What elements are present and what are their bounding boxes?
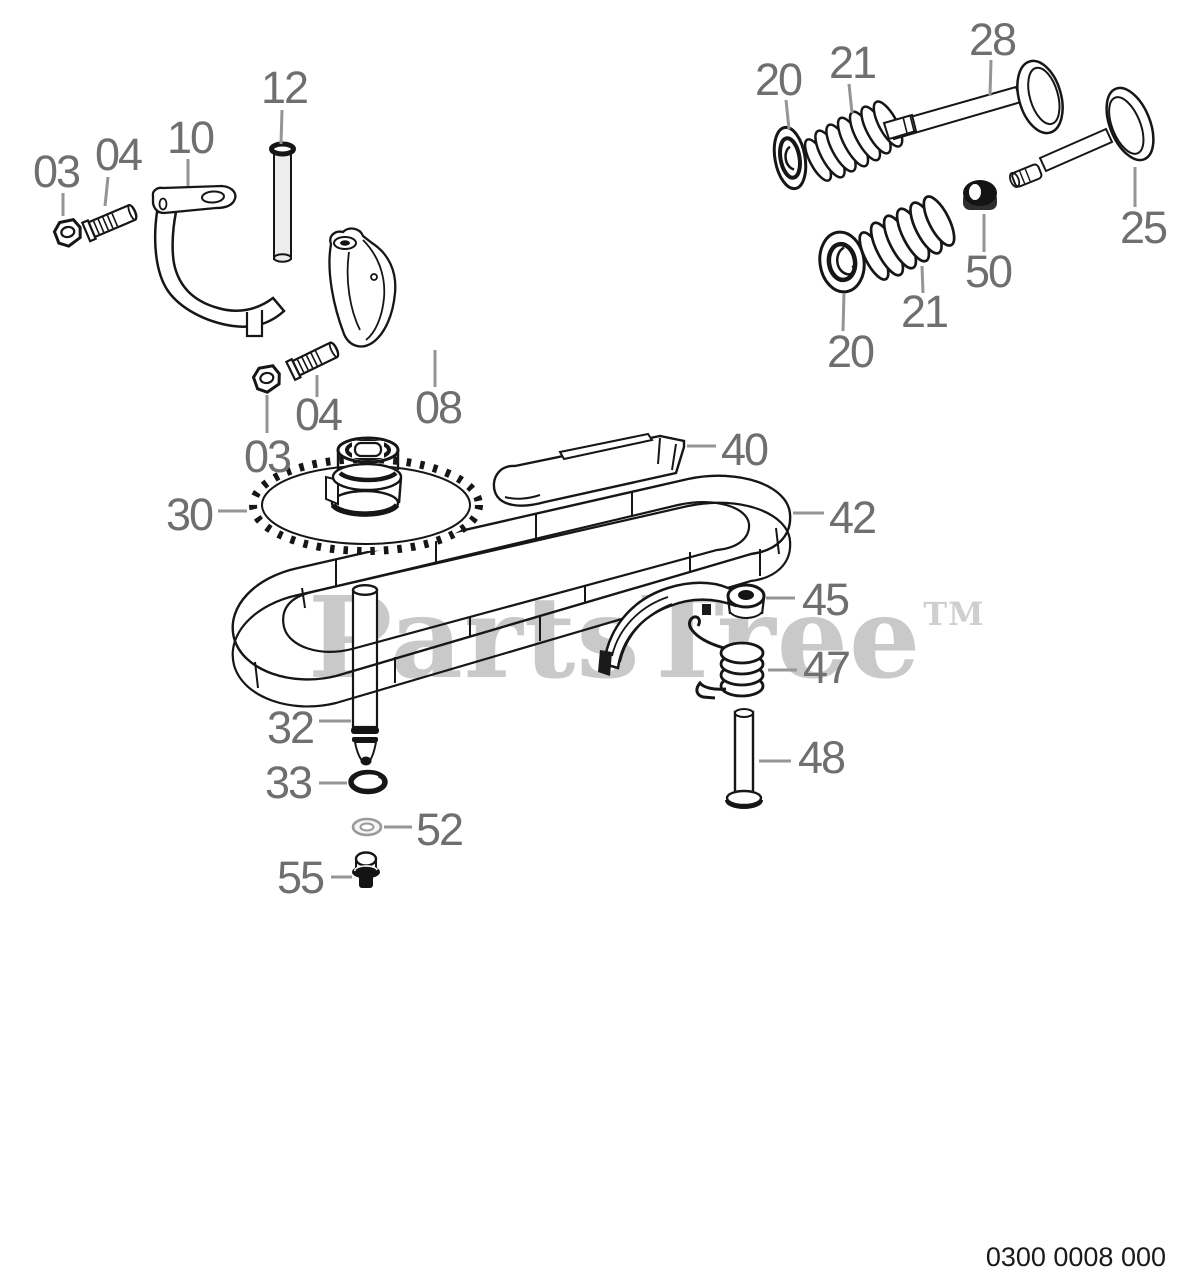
callout-20-b-label: 20 <box>827 326 874 377</box>
part-12-pin-illustration <box>269 141 296 263</box>
callout-04-a-label: 04 <box>95 129 142 180</box>
part-10-bracket-illustration <box>151 184 286 338</box>
part-04-bolt-a-illustration <box>80 203 138 243</box>
callout-47-label: 47 <box>803 642 849 693</box>
callout-55-label: 55 <box>277 852 324 903</box>
sprocket-hub <box>325 436 403 517</box>
callout-12-leader <box>279 109 284 145</box>
part-50-stem-seal-illustration <box>963 180 997 210</box>
callout-21-a-label: 21 <box>829 37 875 88</box>
callout-21-a-leader <box>847 83 854 114</box>
callout-04-a-leader <box>103 176 110 207</box>
callout-12-label: 12 <box>261 62 307 113</box>
part-52-washer-illustration <box>351 817 383 837</box>
part-21-spring-a-illustration <box>803 100 904 182</box>
callout-03-a-label: 03 <box>33 146 80 197</box>
callout-21-b-leader <box>920 265 925 294</box>
part-40-chain-guide-illustration <box>492 432 686 507</box>
part-08-bracket-illustration <box>328 227 397 348</box>
callout-52-label: 52 <box>416 804 462 855</box>
drawing-number: 0300 0008 000 <box>986 1242 1166 1272</box>
watermark: PartsTreeTM <box>308 573 985 704</box>
part-30-cam-sprocket-illustration <box>249 436 483 555</box>
part-47-tensioner-spring-illustration <box>688 615 765 700</box>
watermark-tm: TM <box>923 595 984 633</box>
callout-50-label: 50 <box>965 246 1012 297</box>
part-48-tensioner-pin-illustration <box>725 708 763 809</box>
callout-40-label: 40 <box>721 424 768 475</box>
callout-45-label: 45 <box>802 574 849 625</box>
callout-04-b-label: 04 <box>295 389 342 440</box>
chain-link-ticks <box>254 491 780 689</box>
part-03-nut-b-illustration <box>251 364 281 394</box>
part-32-pivot-pin-illustration <box>351 584 379 766</box>
part-25-valve-illustration <box>1009 86 1155 188</box>
part-45-tensioner-arm-illustration <box>598 581 766 676</box>
part-04-bolt-b-illustration <box>284 341 340 382</box>
part-20-retainer-a-illustration <box>772 125 808 191</box>
part-28-valve-illustration <box>882 59 1064 141</box>
callout-28-leader <box>988 59 993 97</box>
callout-20-a-leader <box>784 99 791 130</box>
part-20-retainer-b-illustration <box>818 230 866 294</box>
callout-10-label: 10 <box>167 112 214 163</box>
part-03-nut-a-illustration <box>52 217 82 248</box>
part-42-cam-chain-illustration <box>231 474 792 708</box>
callout-08-label: 08 <box>415 382 462 433</box>
part-55-bolt-illustration <box>352 851 380 888</box>
part-21-spring-b-illustration <box>858 195 956 281</box>
callout-20-a-label: 20 <box>755 54 802 105</box>
callout-20-b-leader <box>841 292 846 332</box>
callout-33-label: 33 <box>265 757 312 808</box>
callout-25-label: 25 <box>1120 202 1167 253</box>
callout-48-label: 48 <box>798 732 845 783</box>
callout-28-label: 28 <box>969 14 1016 65</box>
callout-32-label: 32 <box>267 702 313 753</box>
callout-30-label: 30 <box>166 489 213 540</box>
part-33-o-ring-illustration <box>348 769 388 795</box>
callout-21-b-label: 21 <box>901 286 947 337</box>
callout-03-b-label: 03 <box>244 431 291 482</box>
callout-42-label: 42 <box>829 492 875 543</box>
